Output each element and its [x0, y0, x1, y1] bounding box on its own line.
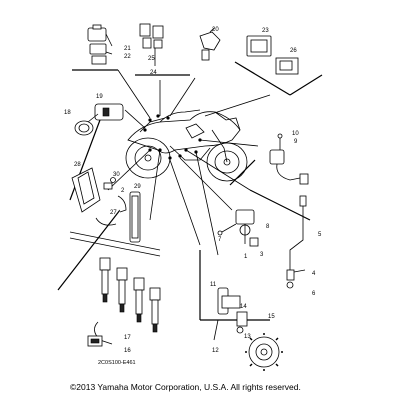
coil-1: [99, 257, 111, 303]
callout-23: 23: [262, 28, 269, 34]
coil-3: [133, 277, 145, 323]
callout-18: 18: [64, 110, 71, 116]
callout-30: 30: [113, 172, 120, 178]
ignition-coils: [69, 231, 161, 347]
callout-9: 9: [294, 139, 298, 145]
sensor-4-5-6: [286, 195, 307, 289]
callout-3: 3: [260, 252, 264, 258]
coil-2: [116, 267, 128, 313]
callout-1: 1: [244, 254, 248, 260]
switch-18-19: [74, 103, 124, 136]
callout-15: 15: [268, 314, 275, 320]
sensor-20: [199, 27, 221, 61]
zone-lines: [57, 61, 323, 321]
callout-14: 14: [240, 304, 247, 310]
connector-24-25: [139, 23, 164, 66]
callout-19: 19: [96, 94, 103, 100]
rotor-gear: [245, 333, 283, 371]
callout-26: 26: [290, 48, 297, 54]
callout-28: 28: [74, 162, 81, 168]
callout-16: 16: [124, 348, 131, 354]
callout-8: 8: [266, 224, 270, 230]
callout-10: 10: [292, 131, 299, 137]
callout-6: 6: [312, 291, 316, 297]
coil-4: [149, 287, 161, 333]
callout-labels: 1 2 3 4 5 6 7 8 9 10 11 12 13 14 15 16 1…: [64, 27, 322, 354]
diagram-code: 2C0S100-E461: [98, 360, 136, 366]
callout-17: 17: [124, 335, 131, 341]
location-dots: [143, 114, 202, 160]
callout-20: 20: [212, 27, 219, 33]
callout-29: 29: [134, 184, 141, 190]
leader-lines: [107, 69, 271, 256]
callout-24: 24: [150, 70, 157, 76]
callout-22: 22: [124, 54, 131, 60]
sensor-7-8: [217, 209, 259, 247]
pickup-assembly-11-15: [213, 287, 248, 341]
callout-7: 7: [218, 237, 222, 243]
relay-assembly-21-22: [87, 24, 113, 65]
callout-13: 13: [244, 334, 251, 340]
callout-4: 4: [312, 271, 316, 277]
bracket-27-30: [71, 167, 141, 243]
control-unit-23-26: [246, 35, 299, 75]
callout-2: 2: [121, 188, 125, 194]
callout-5: 5: [318, 232, 322, 238]
callout-21: 21: [124, 46, 131, 52]
sensor-9-10: [269, 133, 309, 185]
callout-12: 12: [212, 348, 219, 354]
callout-25: 25: [148, 56, 155, 62]
motorcycle-outline: [125, 109, 248, 182]
callout-11: 11: [210, 282, 217, 288]
copyright-notice: ©2013 Yamaha Motor Corporation, U.S.A. A…: [70, 382, 301, 392]
callout-27: 27: [110, 210, 117, 216]
